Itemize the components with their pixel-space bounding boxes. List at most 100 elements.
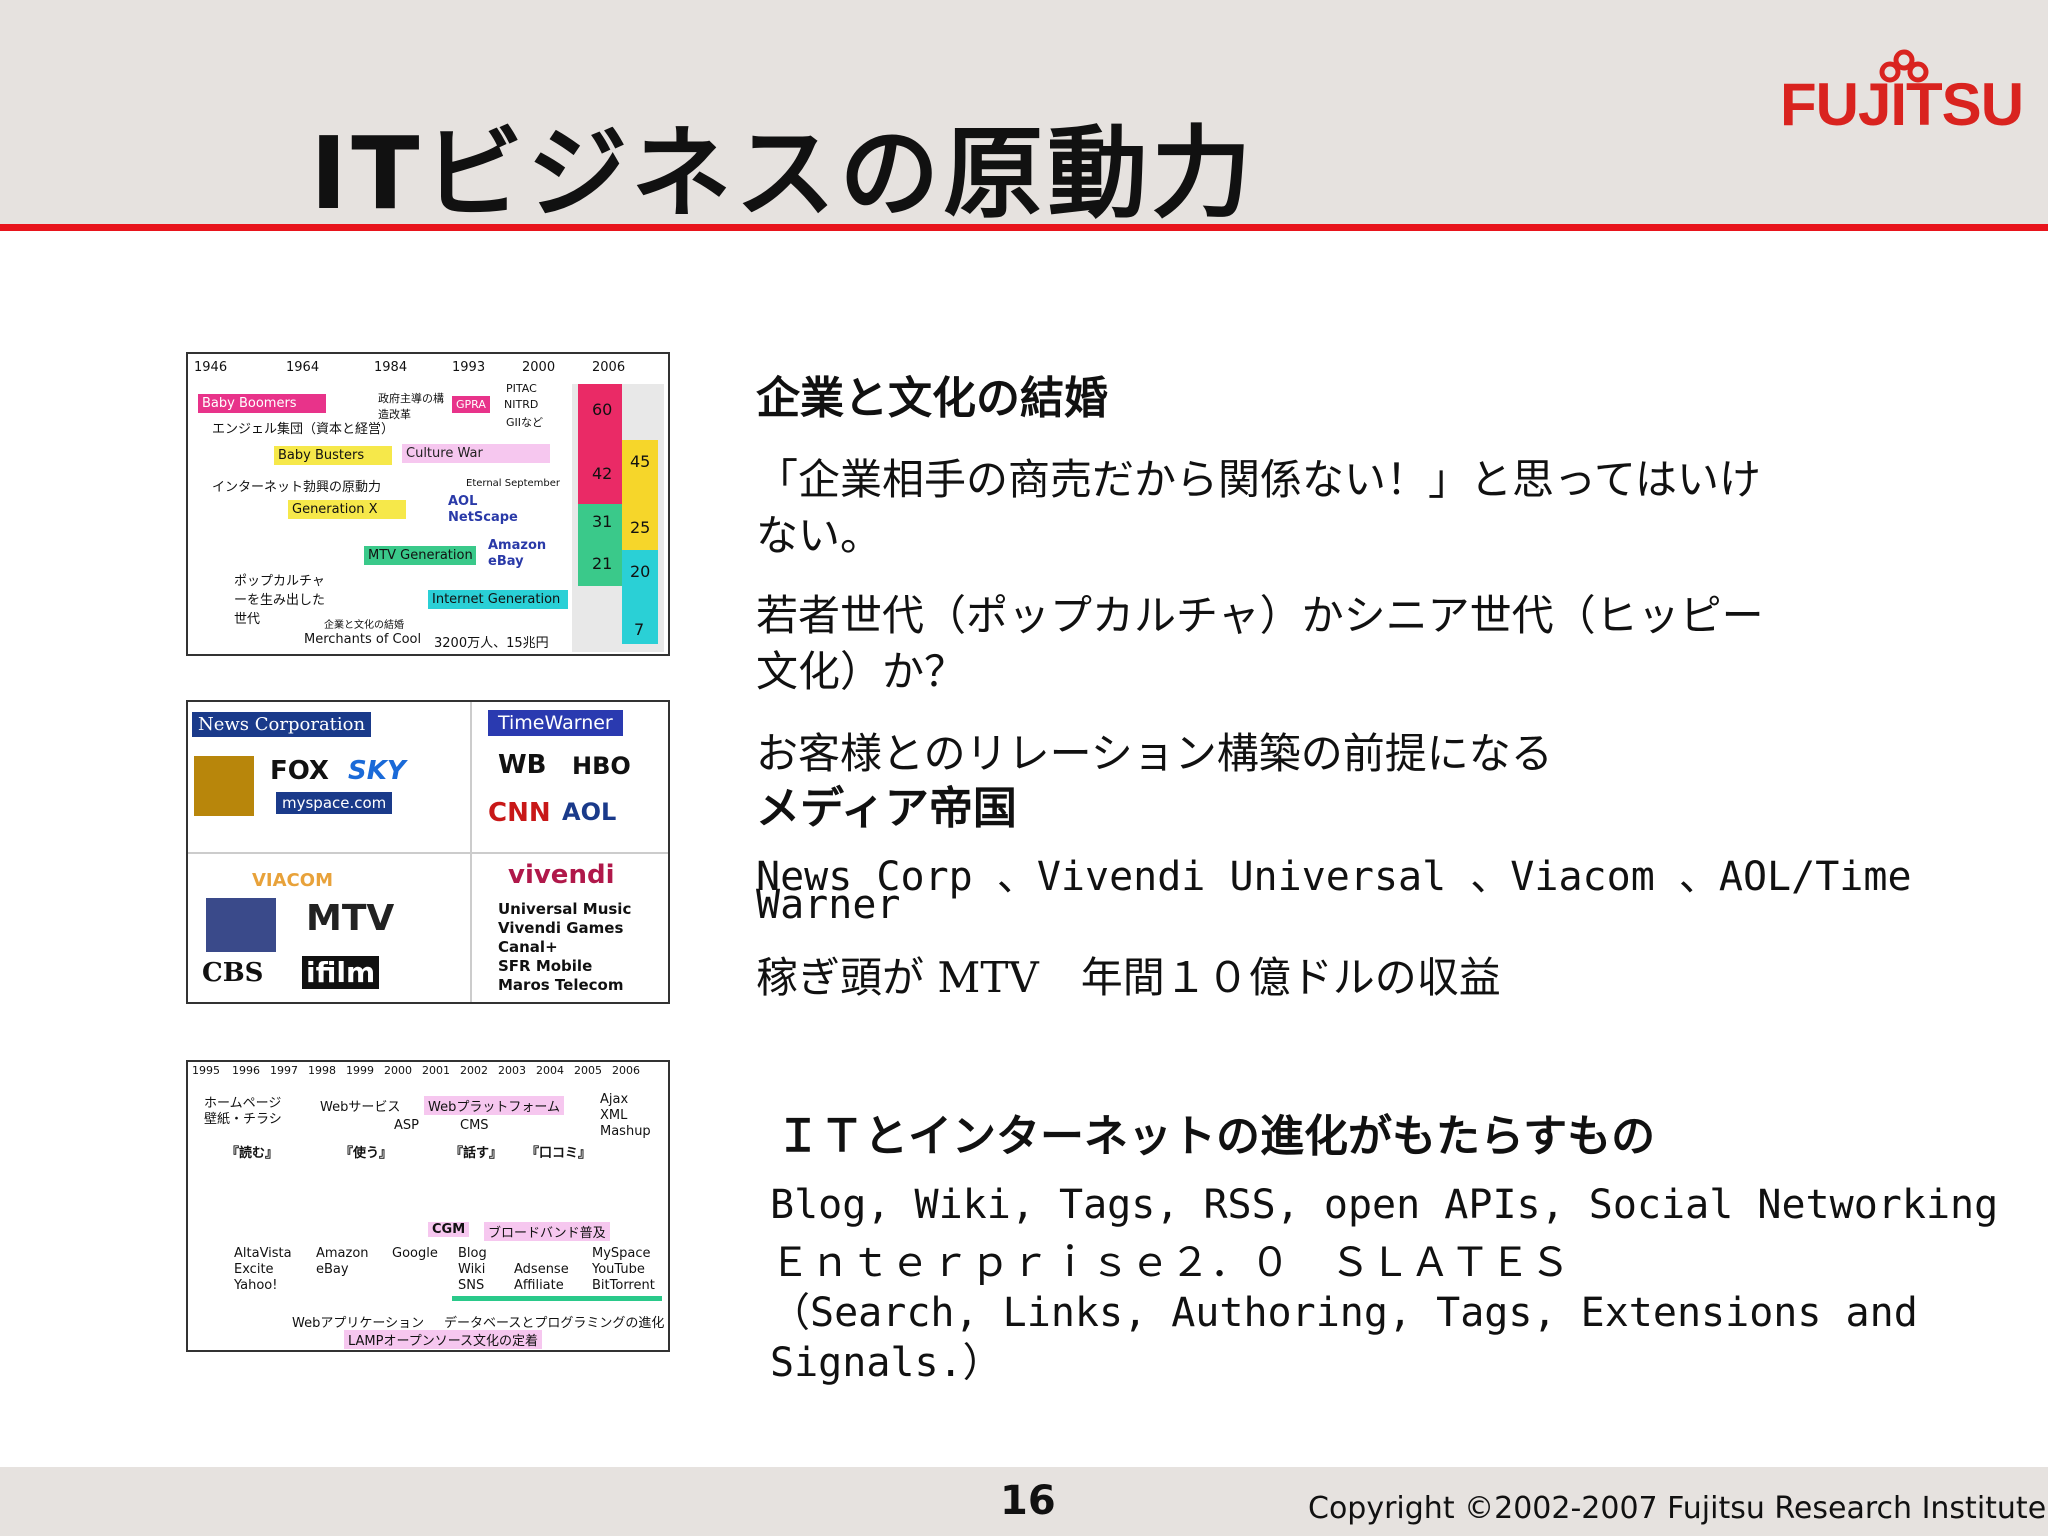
fujitsu-logo: FUJITSU: [1780, 40, 2024, 150]
year-label: 2005: [574, 1064, 602, 1077]
internet-generation-bar: Internet Generation: [428, 590, 568, 609]
affiliate-label: Affiliate: [514, 1278, 564, 1293]
vivendi-logo: vivendi: [508, 860, 615, 890]
altavista-label: AltaVista: [234, 1246, 292, 1261]
sky-logo: SKY: [348, 756, 406, 786]
section1-text: ない。: [756, 511, 883, 560]
footer-band: [0, 1467, 2048, 1536]
year-label: 1946: [194, 360, 228, 375]
value-label: 31: [592, 512, 613, 531]
adsense-label: Adsense: [514, 1262, 569, 1277]
value-label: 45: [630, 452, 651, 471]
section3-text: （Search, Links, Authoring, Tags, Extensi…: [770, 1290, 1918, 1336]
section1-heading: 企業と文化の結婚: [756, 373, 1108, 424]
year-label: 2000: [384, 1064, 412, 1077]
amazon-label: Amazon: [316, 1246, 369, 1261]
media-empires-figure: News Corporation FOX SKY myspace.com Tim…: [186, 700, 670, 1004]
logo-text: FUJITSU: [1780, 71, 2024, 138]
excite-label: Excite: [234, 1262, 274, 1277]
vivendi-item: SFR Mobile: [498, 957, 593, 975]
vivendi-item: Universal Music: [498, 900, 632, 918]
sns-label: SNS: [458, 1278, 485, 1293]
yahoo-label: Yahoo!: [234, 1278, 278, 1293]
aol-logo: AOL: [562, 798, 617, 826]
value-label: 60: [592, 400, 613, 419]
ebay-label: eBay: [316, 1262, 349, 1277]
database-label: データベースとプログラミングの進化: [444, 1316, 665, 1331]
eternal-september-label: Eternal September: [466, 478, 561, 489]
section1-text: お客様とのリレーション構築の前提になる: [756, 729, 1553, 778]
vivendi-item: Canal+: [498, 938, 558, 956]
year-label: 2003: [498, 1064, 526, 1077]
year-label: 1997: [270, 1064, 298, 1077]
kuchikomi-label: 『口コミ』: [526, 1146, 592, 1161]
lamp-label: LAMPオープンソース文化の定着: [344, 1330, 543, 1349]
value-block: [622, 550, 658, 644]
culture-war-bar: Culture War: [402, 444, 550, 463]
year-label: 1984: [374, 360, 408, 375]
mtv-generation-bar: MTV Generation: [364, 546, 476, 565]
nitrd-label: NITRD: [504, 398, 539, 411]
aol-label: AOL: [448, 494, 478, 509]
youtube-label: YouTube: [592, 1262, 645, 1277]
mtv-logo: MTV: [306, 898, 395, 939]
genx-bar: Generation X: [288, 500, 406, 519]
fox-logo: FOX: [270, 756, 329, 786]
section3-text: Blog, Wiki, Tags, RSS, open APIs, Social…: [770, 1182, 1999, 1228]
newscorp-logo: News Corporation: [192, 712, 372, 737]
govt-label: 政府主導の構造改革: [378, 392, 444, 421]
angel-label: エンジェル集団（資本と経営）: [212, 422, 395, 437]
year-label: 2001: [422, 1064, 450, 1077]
year-label: 2006: [592, 360, 626, 375]
viacom-logo: VIACOM: [252, 870, 333, 891]
webservice-label: Webサービス: [320, 1100, 401, 1115]
cbs-logo: CBS: [202, 958, 264, 988]
baby-boomers-bar: Baby Boomers: [198, 394, 326, 413]
year-label: 1964: [286, 360, 320, 375]
vivendi-item: Vivendi Games: [498, 919, 624, 937]
cgm-label: CGM: [428, 1222, 470, 1237]
netscape-label: NetScape: [448, 510, 518, 525]
webapp-label: Webアプリケーション: [292, 1316, 425, 1331]
header-divider: [0, 224, 2048, 231]
ifilm-logo: ifilm: [302, 956, 380, 989]
section3-text: Signals.）: [770, 1340, 1003, 1386]
blog-label: Blog: [458, 1246, 487, 1261]
hbo-logo: HBO: [572, 752, 631, 780]
google-label: Google: [392, 1246, 438, 1261]
marriage-label: 企業と文化の結婚: [324, 620, 404, 631]
broadband-label: ブロードバンド普及: [484, 1222, 610, 1241]
cms-label: CMS: [460, 1118, 489, 1133]
value-label: 21: [592, 554, 613, 573]
year-label: 1998: [308, 1064, 336, 1077]
amazon-label: Amazon: [488, 538, 547, 553]
asp-label: ASP: [394, 1118, 419, 1133]
year-label: 2002: [460, 1064, 488, 1077]
year-label: 1995: [192, 1064, 220, 1077]
year-label: 2006: [612, 1064, 640, 1077]
year-label: 2004: [536, 1064, 564, 1077]
gii-label: GIIなど: [506, 416, 544, 429]
bittorrent-label: BitTorrent: [592, 1278, 655, 1293]
value-label: 25: [630, 518, 651, 537]
baby-busters-bar: Baby Busters: [274, 446, 392, 465]
generations-figure: 1946 1964 1984 1993 2000 2006 Baby Boome…: [186, 352, 670, 656]
year-label: 1993: [452, 360, 486, 375]
pitac-label: PITAC: [506, 382, 537, 395]
value-label: 7: [634, 620, 645, 639]
read-label: 『読む』: [226, 1146, 279, 1161]
value-block: [622, 440, 658, 550]
internet-origin-label: インターネット勃興の原動力: [212, 480, 382, 495]
section1-text: 若者世代（ポップカルチャ）かシニア世代（ヒッピー: [756, 591, 1764, 640]
value-label: 42: [592, 464, 613, 483]
talk-label: 『話す』: [450, 1146, 503, 1161]
timewarner-logo: TimeWarner: [488, 710, 623, 736]
section1-text: 「企業相手の商売だから関係ない！」と思ってはいけ: [756, 455, 1762, 504]
vivendi-item: Maros Telecom: [498, 976, 624, 994]
value-block: [578, 504, 622, 586]
merchants-label: Merchants of Cool: [304, 632, 422, 647]
section2-text: Warner: [756, 882, 901, 928]
use-label: 『使う』: [340, 1146, 393, 1161]
platform-label: Webプラットフォーム: [424, 1096, 564, 1115]
section2-heading: メディア帝国: [756, 783, 1017, 834]
